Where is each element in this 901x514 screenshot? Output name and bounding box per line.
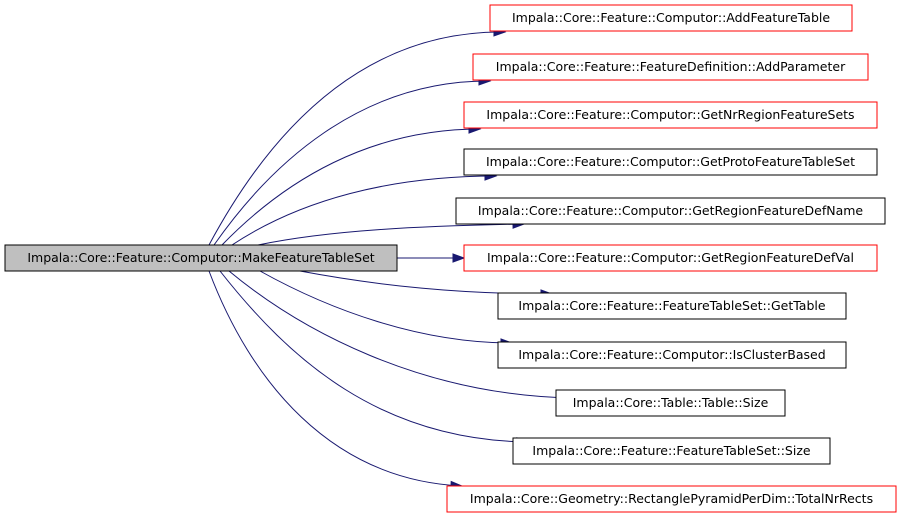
callee-node[interactable]: Impala::Core::Feature::FeatureDefinition… <box>472 53 869 81</box>
callee-node-box <box>463 148 878 176</box>
callee-node[interactable]: Impala::Core::Feature::Computor::GetNrRe… <box>463 101 878 129</box>
callee-node[interactable]: Impala::Core::Feature::Computor::AddFeat… <box>489 4 853 32</box>
call-edge <box>219 270 529 443</box>
call-edge <box>208 31 506 246</box>
callee-node-label: Impala::Core::Geometry::RectanglePyramid… <box>470 491 873 506</box>
callee-node-box <box>455 197 886 225</box>
callee-node-label: Impala::Core::Table::Table::Size <box>573 395 769 410</box>
callee-node[interactable]: Impala::Core::Feature::Computor::GetProt… <box>463 148 878 176</box>
callee-node[interactable]: Impala::Core::Feature::Computor::GetRegi… <box>463 244 878 272</box>
callee-node-box <box>497 292 847 320</box>
callee-node[interactable]: Impala::Core::Geometry::RectanglePyramid… <box>446 485 897 513</box>
callee-node[interactable]: Impala::Core::Feature::Computor::GetRegi… <box>455 197 886 225</box>
callee-node-box <box>446 485 897 513</box>
call-edge <box>208 270 463 487</box>
arrow-head-icon <box>452 253 466 263</box>
callee-node[interactable]: Impala::Core::Table::Table::Size <box>555 389 786 417</box>
call-edge <box>221 128 481 246</box>
call-edge <box>259 270 513 344</box>
callee-node-box <box>497 341 847 369</box>
call-edge <box>257 223 525 246</box>
call-edge <box>228 270 573 399</box>
callee-node-box <box>472 53 869 81</box>
callee-node-label: Impala::Core::Feature::Computor::IsClust… <box>518 347 825 362</box>
root-node[interactable]: Impala::Core::Feature::Computor::MakeFea… <box>4 244 398 272</box>
callee-node-label: Impala::Core::Feature::Computor::GetNrRe… <box>486 107 854 122</box>
callee-node-label: Impala::Core::Feature::Computor::GetRegi… <box>478 203 864 218</box>
callee-node-box <box>463 101 878 129</box>
callee-node-label: Impala::Core::Feature::FeatureDefinition… <box>496 59 846 74</box>
call-edge <box>231 175 497 246</box>
callee-node-label: Impala::Core::Feature::Computor::AddFeat… <box>512 10 830 25</box>
call-edge <box>299 270 553 295</box>
root-node-box <box>4 244 398 272</box>
callee-node-label: Impala::Core::Feature::Computor::GetProt… <box>486 154 855 169</box>
callee-node-box <box>489 4 853 32</box>
callee-node-box <box>512 437 831 465</box>
callee-node-label: Impala::Core::Feature::FeatureTableSet::… <box>518 298 825 313</box>
callee-node-label: Impala::Core::Feature::Computor::GetRegi… <box>487 250 854 265</box>
callee-node-box <box>555 389 786 417</box>
callee-node-box <box>463 244 878 272</box>
root-node-label: Impala::Core::Feature::Computor::MakeFea… <box>27 250 374 265</box>
callee-node[interactable]: Impala::Core::Feature::Computor::IsClust… <box>497 341 847 369</box>
callee-node-label: Impala::Core::Feature::FeatureTableSet::… <box>532 443 811 458</box>
callee-node[interactable]: Impala::Core::Feature::FeatureTableSet::… <box>512 437 831 465</box>
callee-node[interactable]: Impala::Core::Feature::FeatureTableSet::… <box>497 292 847 320</box>
callee-nodes: Impala::Core::Feature::Computor::AddFeat… <box>446 4 897 513</box>
call-edge <box>213 80 491 246</box>
